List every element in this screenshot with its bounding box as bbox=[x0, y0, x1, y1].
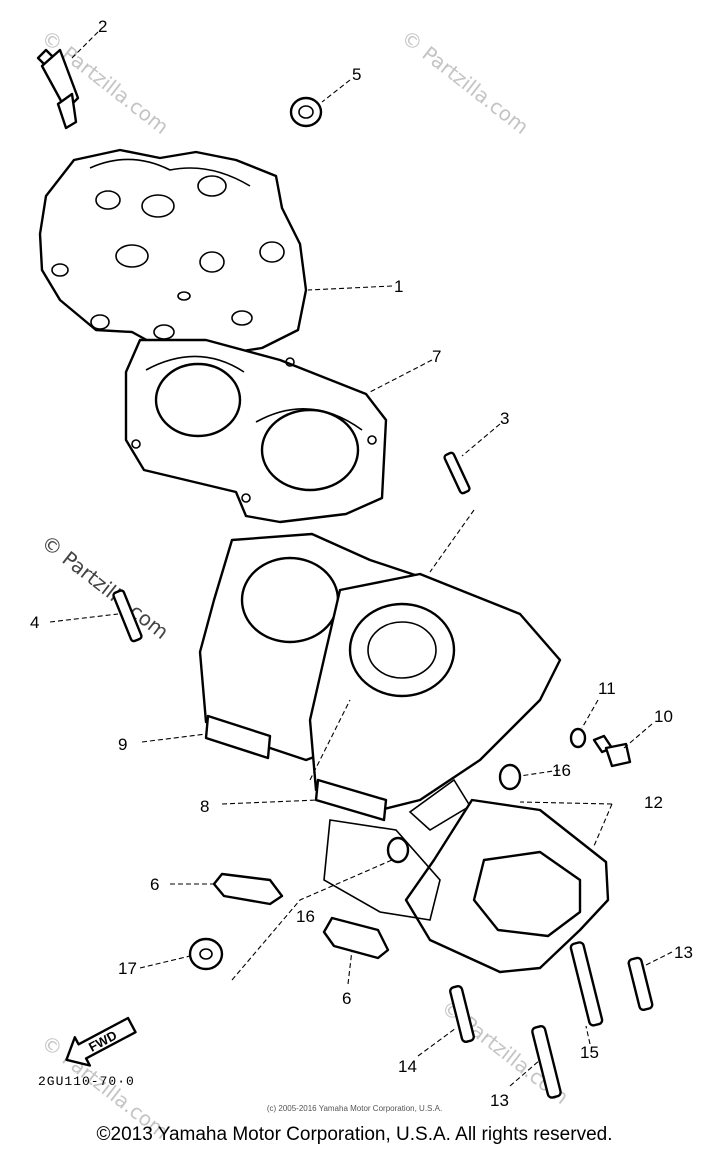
callout-3: 3 bbox=[500, 409, 509, 428]
dowel-sleeve bbox=[498, 763, 522, 791]
callout-16: 16 bbox=[552, 761, 571, 780]
leader-lines bbox=[49, 31, 673, 1087]
callout-12: 12 bbox=[644, 793, 663, 812]
washer bbox=[569, 727, 587, 749]
cylinder-base-gasket bbox=[323, 798, 610, 974]
callout-6: 6 bbox=[150, 875, 159, 894]
callout-17: 17 bbox=[118, 959, 137, 978]
callout-4: 4 bbox=[30, 613, 39, 632]
sleeve bbox=[212, 872, 284, 906]
callout-15: 15 bbox=[580, 1043, 599, 1062]
cylinder-head-gasket bbox=[124, 338, 388, 524]
callout-13: 13 bbox=[674, 943, 693, 962]
callout-5: 5 bbox=[352, 65, 361, 84]
callout-8: 8 bbox=[200, 797, 209, 816]
sleeve bbox=[322, 916, 390, 960]
callout-layer: 1 2 3 4 5 6 6 7 8 9 10 11 12 13 13 14 15… bbox=[30, 17, 693, 1110]
spark-plug bbox=[36, 48, 80, 130]
cylinder-right bbox=[308, 572, 562, 831]
copyright-footer: ©2013 Yamaha Motor Corporation, U.S.A. A… bbox=[96, 1124, 613, 1145]
dowel-sleeve bbox=[386, 836, 410, 864]
bolt bbox=[592, 734, 632, 768]
watermark: © Partzilla.com bbox=[37, 530, 173, 644]
small-copyright: (c) 2005-2016 Yamaha Motor Corporation, … bbox=[266, 1104, 443, 1113]
cylinder-head bbox=[38, 148, 308, 358]
callout-16: 16 bbox=[296, 907, 315, 926]
dowel-pin bbox=[443, 451, 471, 495]
callout-11: 11 bbox=[598, 679, 616, 698]
callout-1: 1 bbox=[394, 277, 403, 296]
callout-2: 2 bbox=[98, 17, 107, 36]
stud-bolt bbox=[627, 956, 654, 1012]
callout-9: 9 bbox=[118, 735, 127, 754]
dowel-pin bbox=[112, 589, 143, 643]
stud-bolt bbox=[569, 941, 604, 1027]
nut bbox=[188, 937, 224, 971]
callout-7: 7 bbox=[432, 347, 441, 366]
cylinder-head-nut bbox=[289, 96, 323, 128]
diagram-reference-code: 2GU110-70·0 bbox=[38, 1074, 135, 1089]
watermark: © Partzilla.com bbox=[397, 25, 533, 139]
callout-10: 10 bbox=[654, 707, 673, 726]
stud-bolt bbox=[531, 1025, 562, 1099]
stud-bolt bbox=[449, 985, 475, 1043]
callout-6: 6 bbox=[342, 989, 351, 1008]
callout-14: 14 bbox=[398, 1057, 417, 1076]
callout-13: 13 bbox=[490, 1091, 509, 1110]
